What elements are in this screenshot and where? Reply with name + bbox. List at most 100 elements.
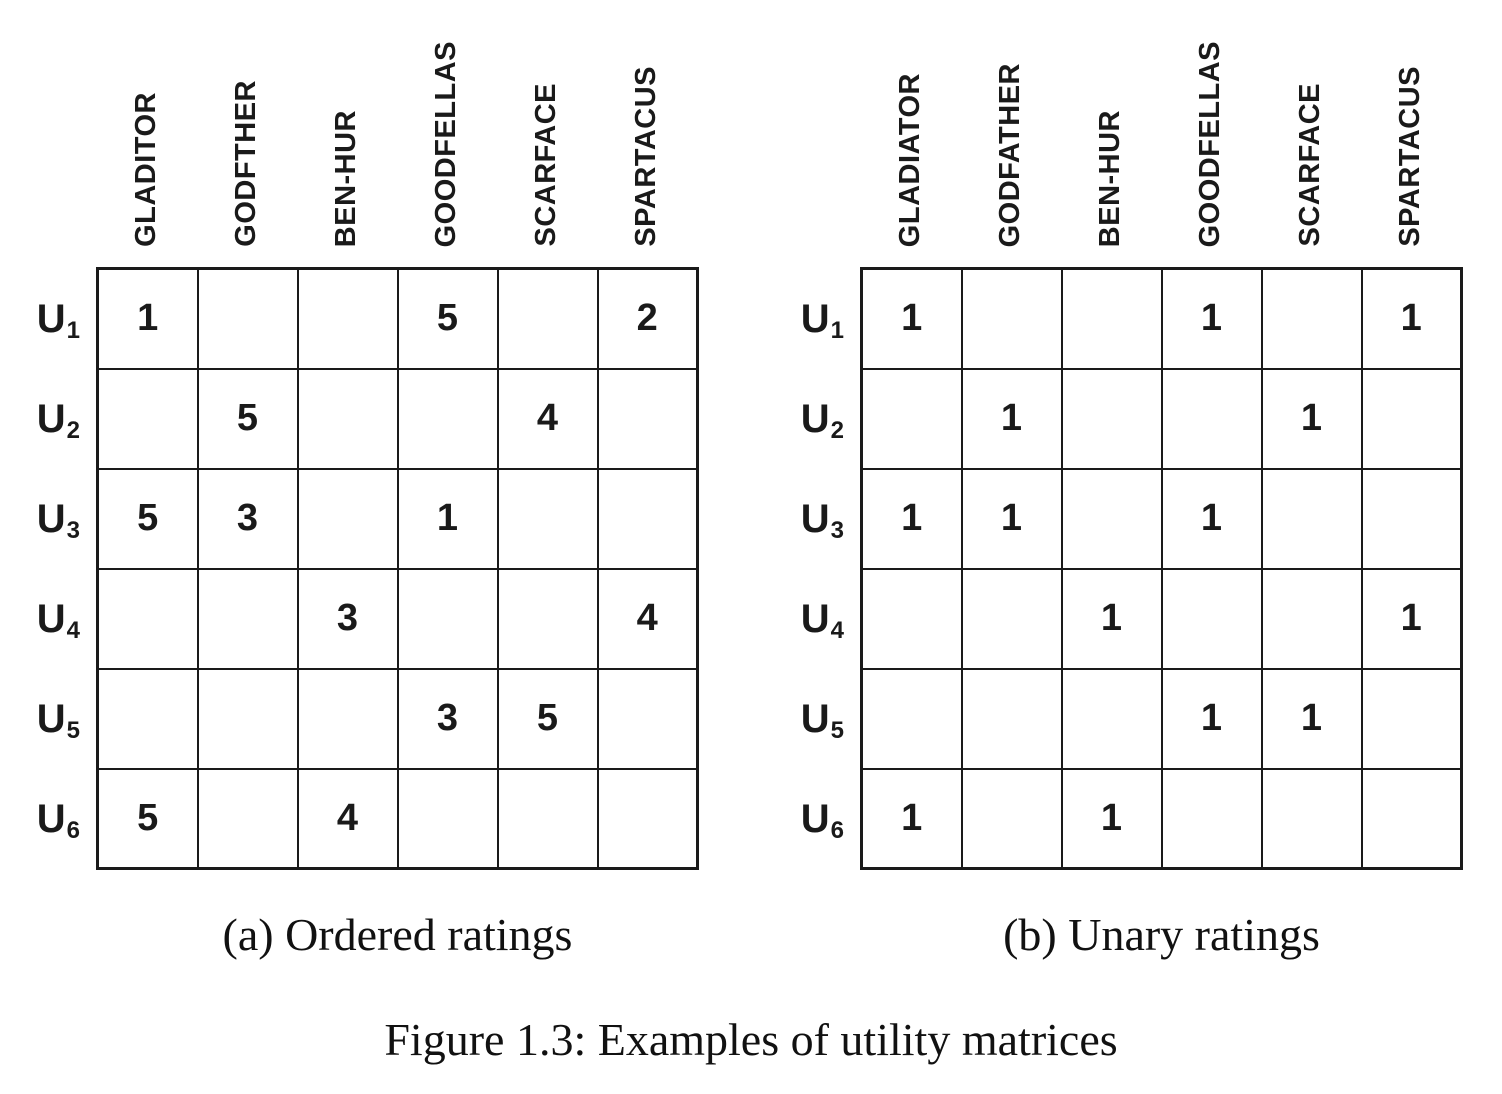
user-label: U — [800, 297, 830, 341]
matrix-cell — [596, 367, 699, 470]
matrix-cell: 1 — [960, 467, 1063, 570]
matrix-cell: 1 — [1260, 667, 1363, 770]
matrix-cell: 1 — [1060, 567, 1163, 670]
matrix-cell: 1 — [96, 267, 199, 370]
matrices-row: GLADITOR GODFTHER BEN-HUR GOODFELLAS SCA… — [31, 30, 1502, 961]
user-label: U — [36, 397, 66, 441]
table-row: 1 1 — [860, 667, 1463, 770]
matrix-cell — [1360, 767, 1463, 870]
column-header: GODFTHER — [196, 30, 296, 267]
table-row: 1 1 — [860, 567, 1463, 670]
matrix-cell — [396, 767, 499, 870]
user-label: U — [36, 697, 66, 741]
matrix-cell: 1 — [1160, 667, 1263, 770]
table-row: 1 1 1 — [860, 267, 1463, 370]
user-label: U — [800, 497, 830, 541]
matrix-cell: 1 — [1360, 567, 1463, 670]
matrix-cell: 3 — [196, 467, 299, 570]
table-row: 1 1 — [860, 367, 1463, 470]
matrix-cell — [1360, 367, 1463, 470]
matrix-cell: 1 — [1160, 267, 1263, 370]
matrix-cell — [296, 667, 399, 770]
column-header-label: GODFTHER — [229, 80, 262, 247]
matrix-cell — [296, 367, 399, 470]
column-headers-b: GLADIATOR GODFATHER BEN-HUR GOODFELLAS S… — [860, 30, 1463, 267]
matrix-cell — [960, 567, 1063, 670]
column-header-label: GOODFELLAS — [1193, 40, 1226, 247]
matrix-cell — [860, 667, 963, 770]
column-header: SPARTACUS — [1360, 30, 1460, 267]
column-header: GLADIATOR — [860, 30, 960, 267]
matrix-cell: 1 — [1260, 367, 1363, 470]
matrix-cell: 3 — [296, 567, 399, 670]
column-header: BEN-HUR — [296, 30, 396, 267]
matrix-cell: 1 — [860, 267, 963, 370]
matrix-cell: 4 — [596, 567, 699, 670]
matrix-cell: 1 — [960, 367, 1063, 470]
matrix-cell — [296, 467, 399, 570]
column-header-label: SCARFACE — [529, 83, 562, 247]
column-header: SPARTACUS — [596, 30, 696, 267]
subcaption-ordered-ratings: (a) Ordered ratings — [222, 909, 573, 960]
column-header: SCARFACE — [1260, 30, 1360, 267]
utility-matrix-b: 1 1 1 1 1 — [860, 267, 1463, 870]
table-row: 3 5 — [96, 667, 699, 770]
matrix-cell — [596, 467, 699, 570]
table-row: 5 4 — [96, 767, 699, 870]
matrix-cell — [1260, 767, 1363, 870]
table-row: 3 4 — [96, 567, 699, 670]
matrix-cell — [96, 667, 199, 770]
user-label: U — [36, 297, 66, 341]
matrix-cell — [1160, 367, 1263, 470]
table-row: 5 3 1 — [96, 467, 699, 570]
user-label: U — [800, 697, 830, 741]
utility-matrix-a: 1 5 2 5 4 — [96, 267, 699, 870]
matrix-ordered-ratings: GLADITOR GODFTHER BEN-HUR GOODFELLAS SCA… — [31, 30, 699, 961]
matrix-cell — [1360, 467, 1463, 570]
matrix-cell — [296, 267, 399, 370]
matrix-cell: 4 — [296, 767, 399, 870]
user-label: U — [800, 797, 830, 841]
matrix-cell — [496, 767, 599, 870]
matrix-cell — [596, 767, 699, 870]
subcaption-unary-ratings: (b) Unary ratings — [1003, 909, 1320, 960]
matrix-cell — [960, 667, 1063, 770]
matrix-cell: 5 — [496, 667, 599, 770]
matrix-cell — [196, 267, 299, 370]
matrix-cell — [196, 767, 299, 870]
column-header-label: BEN-HUR — [329, 109, 362, 247]
column-headers-a: GLADITOR GODFTHER BEN-HUR GOODFELLAS SCA… — [96, 30, 699, 267]
matrix-cell — [96, 367, 199, 470]
matrix-cell — [1160, 767, 1263, 870]
user-label: U — [800, 597, 830, 641]
user-label: U — [36, 497, 66, 541]
column-header-label: BEN-HUR — [1093, 109, 1126, 247]
column-header: BEN-HUR — [1060, 30, 1160, 267]
matrix-cell — [860, 567, 963, 670]
matrix-cell: 1 — [396, 467, 499, 570]
matrix-cell: 1 — [1360, 267, 1463, 370]
matrix-cell — [196, 567, 299, 670]
user-label: U — [36, 797, 66, 841]
matrix-cell — [1260, 267, 1363, 370]
matrix-cell — [960, 767, 1063, 870]
column-header-label: SPARTACUS — [629, 66, 662, 247]
matrix-cell: 5 — [196, 367, 299, 470]
column-header: SCARFACE — [496, 30, 596, 267]
user-label: U — [800, 397, 830, 441]
matrix-cell — [196, 667, 299, 770]
matrix-cell: 3 — [396, 667, 499, 770]
matrix-cell — [1060, 667, 1163, 770]
column-header: GOODFELLAS — [1160, 30, 1260, 267]
matrix-cell — [96, 567, 199, 670]
matrix-cell — [960, 267, 1063, 370]
